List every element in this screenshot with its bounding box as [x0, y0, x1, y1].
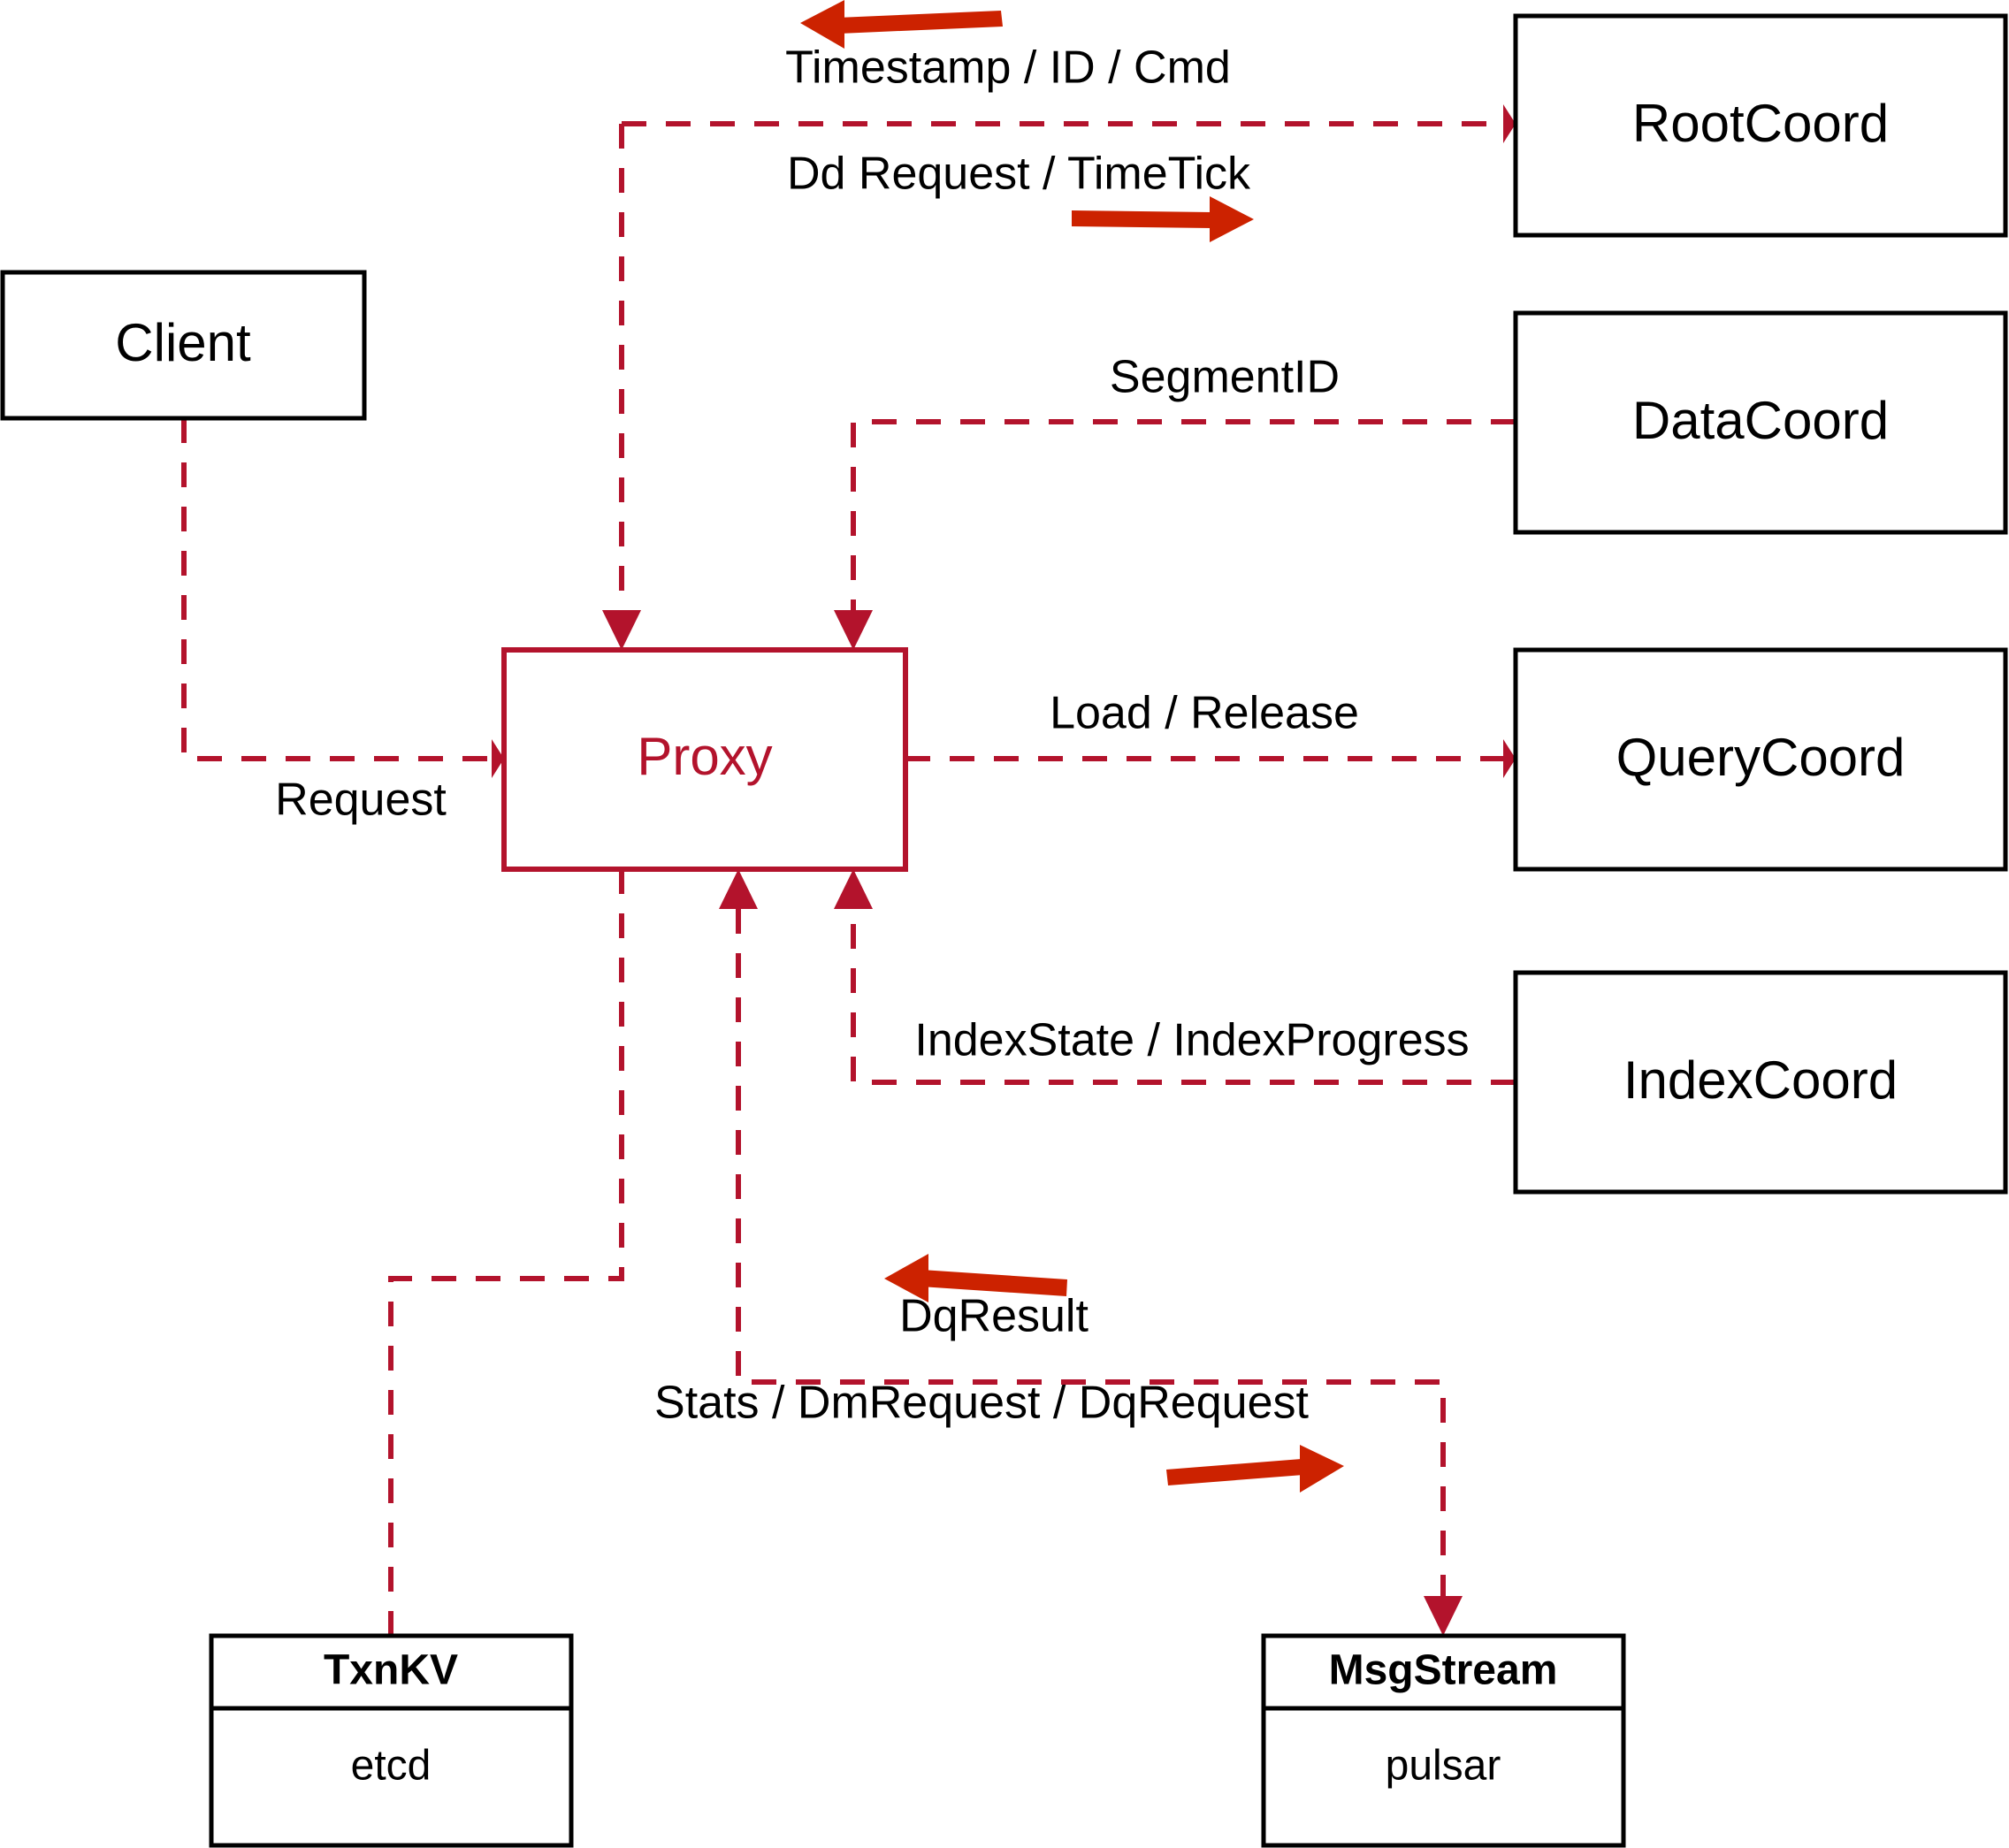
edge-proxy-to-querycoord: [905, 739, 1516, 778]
node-rootcoord[interactable]: RootCoord: [1513, 13, 2008, 238]
node-msgstream-title: MsgStream: [1329, 1647, 1558, 1694]
arrowhead-querycoord: [1503, 739, 1516, 778]
edge-datacoord-to-proxy: [834, 419, 1516, 650]
edge-indexcoord-to-proxy: [834, 869, 1516, 1085]
node-txnkv-impl: etcd: [351, 1743, 432, 1790]
edge-label-indexstate-indexprogress: IndexState / IndexProgress: [914, 1015, 1469, 1066]
edge-proxy-to-txnkv: [388, 869, 624, 1636]
node-datacoord-box[interactable]: [1513, 310, 2008, 535]
node-client-label: Client: [115, 313, 251, 372]
node-txnkv-box[interactable]: [209, 1633, 574, 1848]
node-querycoord-box[interactable]: [1513, 647, 2008, 872]
edge-label-stats-dmrequest-dqrequest: Stats / DmRequest / DqRequest: [654, 1378, 1309, 1429]
arrowhead-msgstream-top: [1424, 1596, 1463, 1636]
direction-arrow-stats-request: [1166, 1445, 1344, 1493]
edge-label-dd-request-timetick: Dd Request / TimeTick: [787, 149, 1251, 200]
edge-rootcoord-to-proxy: [602, 124, 641, 650]
arrowhead-proxy-left: [492, 739, 504, 778]
node-msgstream-box[interactable]: [1261, 1633, 1626, 1848]
node-proxy[interactable]: Proxy: [501, 647, 908, 872]
direction-arrow-dqresult: [884, 1254, 1067, 1302]
direction-arrow-dd-request: [1072, 196, 1254, 242]
node-indexcoord-box[interactable]: [1513, 970, 2008, 1195]
edge-label-dqresult: DqResult: [899, 1291, 1089, 1342]
node-txnkv[interactable]: TxnKV etcd: [209, 1633, 574, 1848]
node-rootcoord-label: RootCoord: [1632, 94, 1889, 153]
node-querycoord-label: QueryCoord: [1616, 728, 1906, 787]
edge-client-to-proxy: [181, 418, 504, 778]
node-querycoord[interactable]: QueryCoord: [1513, 647, 2008, 872]
edge-label-load-release: Load / Release: [1050, 688, 1359, 739]
edge-proxy-to-rootcoord: [619, 104, 1516, 149]
arrowhead-proxy-bottom-left: [719, 869, 758, 909]
node-proxy-box[interactable]: [501, 647, 908, 872]
node-rootcoord-box[interactable]: [1513, 13, 2008, 238]
direction-arrow-timestamp: [800, 0, 1003, 49]
node-proxy-label: Proxy: [637, 727, 772, 786]
arrowhead-proxy-top-right: [834, 610, 873, 650]
node-datacoord[interactable]: DataCoord: [1513, 310, 2008, 535]
node-indexcoord[interactable]: IndexCoord: [1513, 970, 2008, 1195]
arrowhead-proxy-top-left: [602, 610, 641, 650]
node-msgstream-impl: pulsar: [1386, 1743, 1501, 1790]
node-txnkv-title: TxnKV: [324, 1647, 458, 1694]
node-indexcoord-label: IndexCoord: [1623, 1050, 1898, 1110]
edge-label-segmentid: SegmentID: [1110, 352, 1340, 403]
edge-label-timestamp-id-cmd: Timestamp / ID / Cmd: [785, 42, 1231, 94]
arrowhead-proxy-bottom-right: [834, 869, 873, 909]
node-client-box[interactable]: [0, 270, 367, 421]
arrowhead-rootcoord: [1503, 104, 1516, 143]
node-datacoord-label: DataCoord: [1632, 391, 1889, 450]
edge-label-request: Request: [275, 775, 447, 826]
edge-msgstream-to-proxy: [719, 869, 1463, 1636]
node-client[interactable]: Client: [0, 270, 367, 421]
node-msgstream[interactable]: MsgStream pulsar: [1261, 1633, 1626, 1848]
